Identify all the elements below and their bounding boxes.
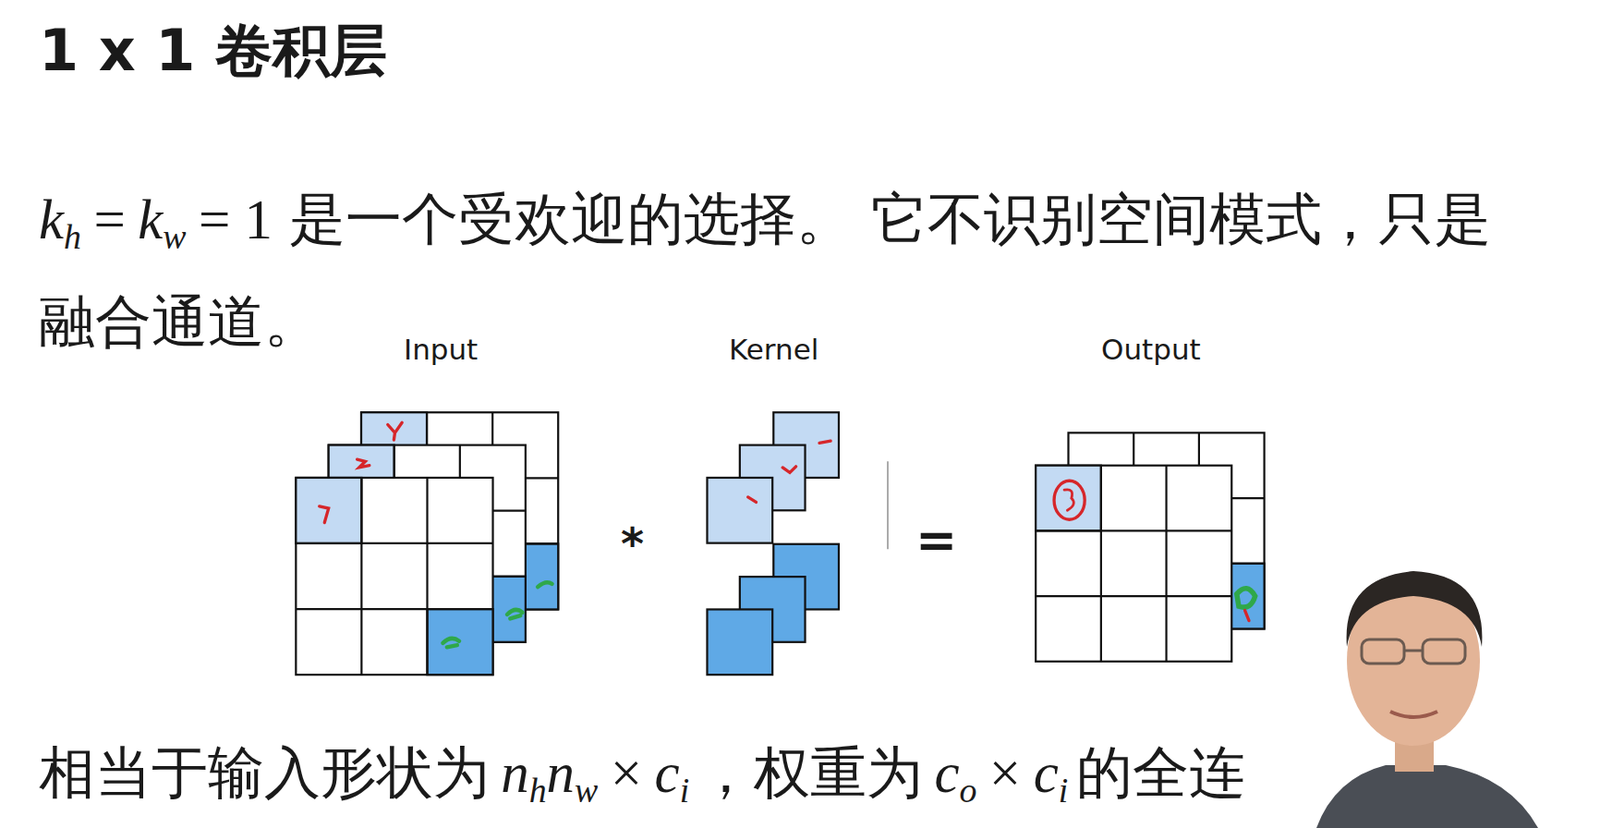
drawing-stroke xyxy=(782,466,796,473)
math-symbol: = xyxy=(93,188,125,251)
drawing-stroke xyxy=(886,460,889,549)
math-symbol: h xyxy=(63,217,82,256)
body-text: ，权重为 xyxy=(697,739,923,805)
body-text: 的全连 xyxy=(1076,739,1246,805)
drawing-stroke xyxy=(1404,649,1423,653)
drawing-stroke xyxy=(319,506,329,523)
math-symbol: w xyxy=(574,770,598,810)
drawing-stroke xyxy=(357,459,370,468)
math-symbol: n xyxy=(500,741,530,804)
operator-symbol: = xyxy=(915,512,958,568)
text-line: 相当于输入形状为nhnw×ci，权重为co×ci的全连 xyxy=(38,730,1246,828)
drawing-stroke xyxy=(295,542,493,545)
drawing-stroke xyxy=(706,608,773,675)
drawing-stroke xyxy=(442,638,460,647)
drawing-stroke xyxy=(1035,465,1232,662)
drawing-stroke xyxy=(295,477,493,675)
drawing-stroke xyxy=(819,440,831,443)
drawing-stroke xyxy=(1316,764,1539,828)
drawing-stroke xyxy=(1035,529,1232,532)
presenter xyxy=(1316,570,1539,828)
figure-label: Kernel xyxy=(728,332,819,367)
math-symbol: w xyxy=(162,217,186,256)
math-symbol: o xyxy=(959,770,978,810)
drawing-stroke xyxy=(295,607,493,610)
drawing-stroke xyxy=(507,609,523,619)
drawing-stroke xyxy=(1035,465,1102,532)
drawing-stroke xyxy=(360,477,363,675)
drawing-stroke xyxy=(1422,639,1466,664)
math-symbol: i xyxy=(1058,770,1069,810)
drawing-stroke xyxy=(1035,594,1232,597)
math-symbol: k xyxy=(137,188,163,251)
figure-label: Output xyxy=(1101,332,1201,367)
math-symbol: i xyxy=(679,770,691,810)
math-symbol: c xyxy=(1033,741,1059,804)
math-symbol: × xyxy=(610,741,643,804)
drawing-stroke xyxy=(1236,588,1256,607)
math-symbol: k xyxy=(38,188,64,251)
drawing-stroke xyxy=(1346,570,1483,647)
drawing-stroke xyxy=(426,608,493,675)
math-symbol: × xyxy=(989,741,1021,804)
slide-title: 1 x 1 卷积层 xyxy=(38,16,388,85)
drawing-stroke xyxy=(425,477,428,675)
math-symbol: h xyxy=(529,770,547,810)
drawing-stroke xyxy=(1064,489,1074,510)
math-symbol: c xyxy=(933,741,959,804)
drawing-stroke xyxy=(748,496,757,503)
math-symbol: = 1 xyxy=(198,188,273,251)
operator-symbol: * xyxy=(620,519,644,569)
math-symbol: c xyxy=(654,741,680,804)
drawing-stroke xyxy=(1361,639,1405,664)
drawing-stroke xyxy=(1245,610,1249,621)
drawing-stroke xyxy=(537,581,552,587)
drawing-stroke xyxy=(1164,465,1167,662)
math-symbol: n xyxy=(546,741,576,804)
conv-figure xyxy=(295,412,1264,675)
drawing-stroke xyxy=(1390,711,1438,717)
body-text: 相当于输入形状为 xyxy=(38,739,490,805)
drawing-stroke xyxy=(295,477,362,544)
drawing-stroke xyxy=(387,422,402,440)
drawing-stroke xyxy=(1054,480,1085,520)
pen-annotations xyxy=(319,422,1256,647)
figure-label: Input xyxy=(403,332,478,367)
drawing-stroke xyxy=(706,477,773,544)
drawing-stroke xyxy=(1100,465,1103,662)
